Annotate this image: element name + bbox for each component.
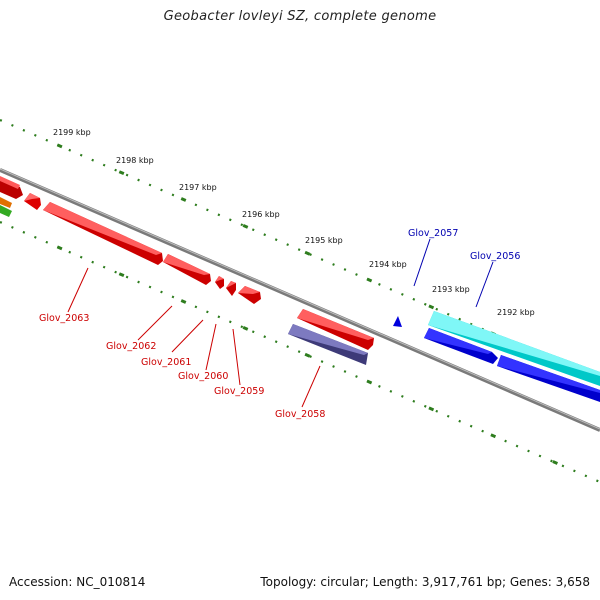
- scale-label: 2196 kbp: [242, 210, 280, 219]
- leader-line: [137, 305, 173, 341]
- gene-label-glov-2063: Glov_2063: [39, 313, 89, 324]
- leader-line: [67, 267, 89, 313]
- scale-label: 2194 kbp: [369, 260, 407, 269]
- gene-arrow-glov-2063: [43, 202, 163, 265]
- gene-arrow-glov-2056: [428, 311, 600, 386]
- outer-tick-track: [0, 118, 600, 382]
- gene-arrow-green: [0, 205, 12, 217]
- gene-arrow-glov-2057: [393, 316, 402, 327]
- scale-label: 2199 kbp: [53, 128, 91, 137]
- map-title: Geobacter lovleyi SZ, complete genome: [163, 9, 437, 24]
- gene-label-glov-2060: Glov_2060: [178, 371, 228, 382]
- gene-label-glov-2058: Glov_2058: [275, 409, 325, 420]
- leader-line: [475, 261, 494, 308]
- gene-arrow-glov-2061: [215, 276, 224, 289]
- inner-tick-track: [0, 220, 600, 484]
- scale-label: 2198 kbp: [116, 156, 154, 165]
- leader-line: [413, 238, 431, 287]
- genome-stats-text: Topology: circular; Length: 3,917,761 bp…: [260, 575, 590, 589]
- gene-arrow-glov-2062: [163, 254, 211, 285]
- gene-arrow-blue: [497, 355, 600, 402]
- scale-label: 2195 kbp: [305, 236, 343, 245]
- scale-label: 2192 kbp: [497, 308, 535, 317]
- genome-backbone-highlight: [0, 168, 600, 430]
- leader-line: [171, 319, 204, 353]
- gene-arrow-red: [297, 309, 374, 350]
- gene-arrow-glov-2059: [238, 286, 261, 304]
- gene-arrow-blue: [424, 328, 498, 364]
- leader-line: [301, 365, 321, 408]
- scale-label: 2197 kbp: [179, 183, 217, 192]
- genome-backbone: [0, 168, 600, 432]
- gene-arrow-orange: [0, 197, 12, 208]
- gene-label-glov-2062: Glov_2062: [106, 341, 156, 352]
- gene-arrow-red: [24, 193, 41, 210]
- gene-label-glov-2061: Glov_2061: [141, 357, 191, 368]
- gene-arrow-glov-2058: [288, 324, 368, 365]
- gene-label-glov-2056: Glov_2056: [470, 251, 520, 262]
- gene-label-glov-2059: Glov_2059: [214, 386, 264, 397]
- gene-arrow-red: [0, 176, 23, 199]
- leader-line: [232, 328, 241, 386]
- gene-arrow-glov-2060: [226, 281, 236, 296]
- leader-line: [205, 323, 217, 371]
- accession-text: Accession: NC_010814: [9, 575, 146, 589]
- gene-label-glov-2057: Glov_2057: [408, 228, 458, 239]
- scale-label: 2193 kbp: [432, 285, 470, 294]
